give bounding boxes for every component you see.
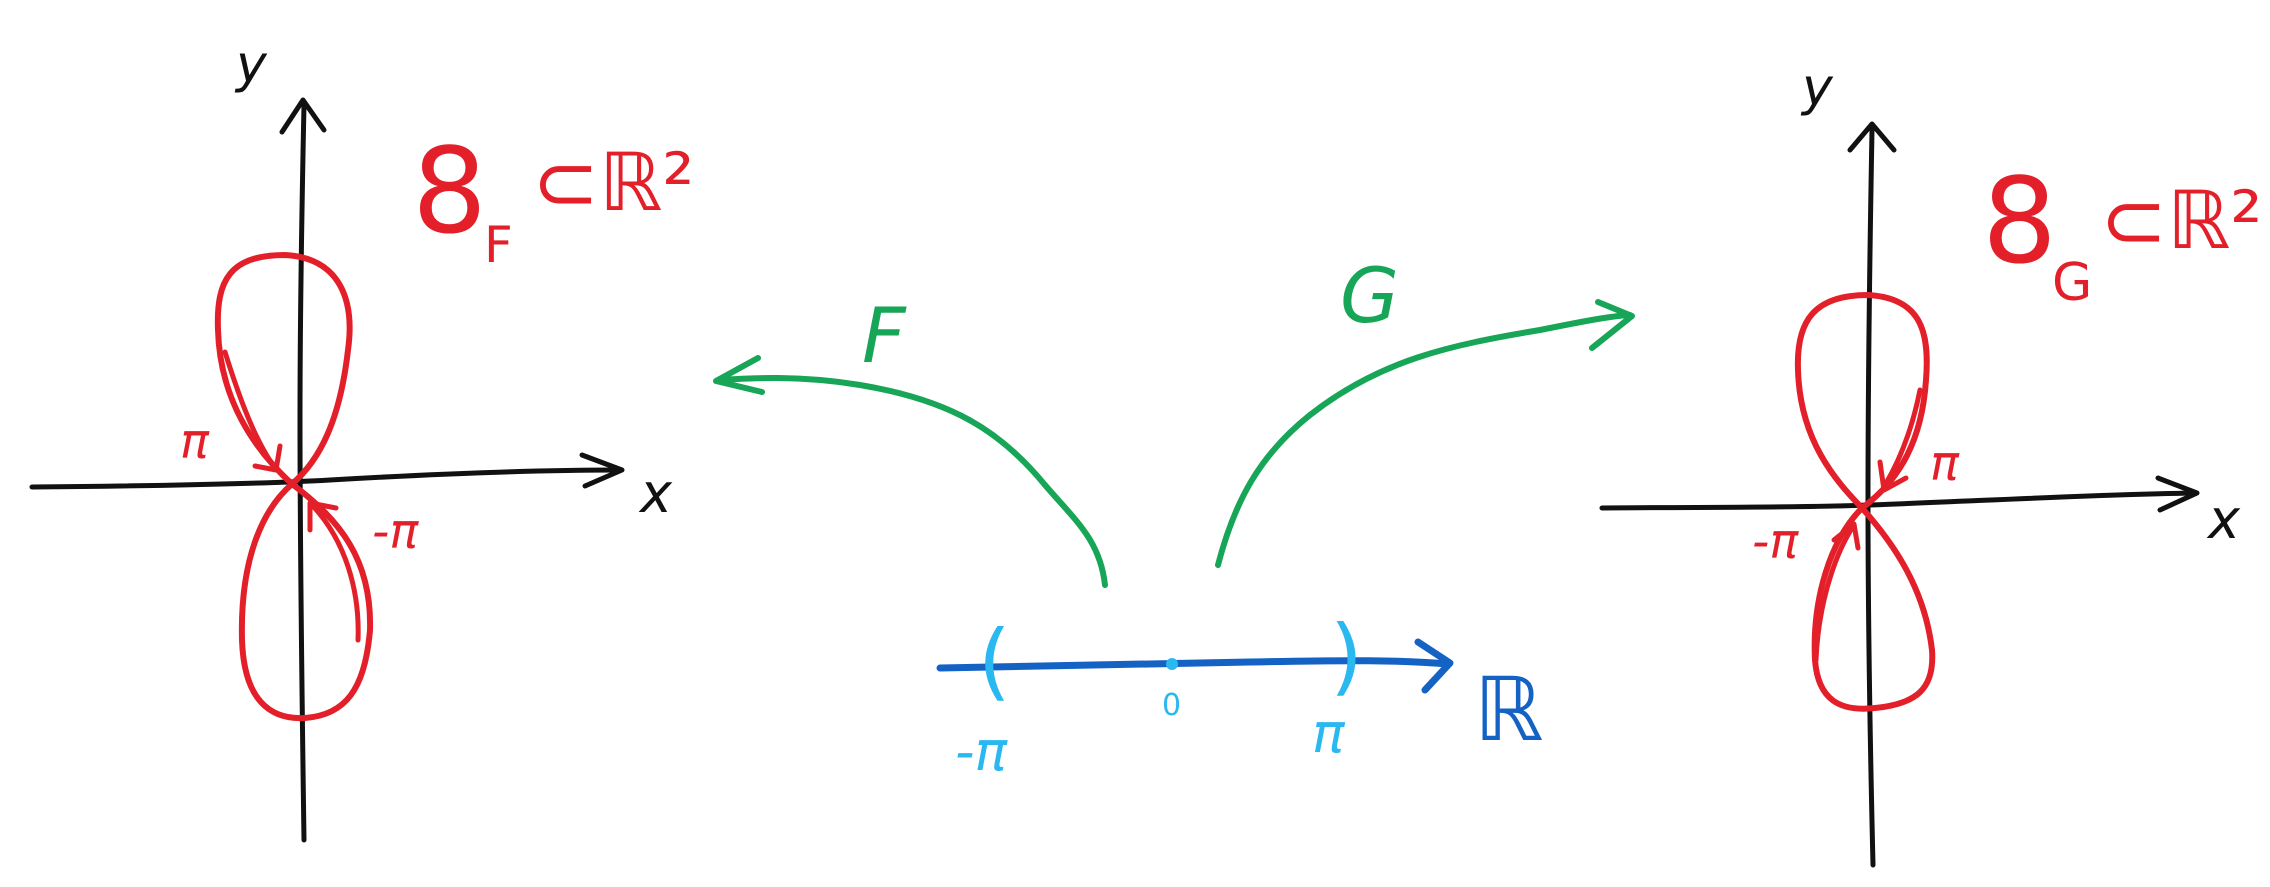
right-x-axis-arrowhead bbox=[2155, 475, 2200, 513]
right-set-inclusion: ⊂ℝ² bbox=[2100, 174, 2262, 267]
left-set-inclusion: ⊂ℝ² bbox=[532, 136, 694, 229]
left-neg-pi-arrowhead bbox=[307, 500, 339, 533]
left-set-subscript: F bbox=[484, 216, 513, 274]
map-f-arrow bbox=[715, 374, 1108, 588]
right-figure-eight-curve bbox=[1794, 292, 1936, 712]
map-arrows: F G bbox=[713, 251, 1635, 588]
tick-zero-label: 0 bbox=[1162, 688, 1181, 723]
right-y-axis-label: y bbox=[1800, 58, 1834, 118]
right-x-axis bbox=[1599, 490, 2198, 511]
interval-open-left: ( bbox=[978, 612, 1011, 710]
map-f-label: F bbox=[862, 291, 907, 380]
left-pi-arrow bbox=[222, 349, 278, 471]
right-neg-pi-label: -π bbox=[1752, 514, 1799, 570]
real-line bbox=[936, 657, 1452, 672]
left-pi-arrowhead bbox=[252, 443, 283, 473]
left-y-axis-label: y bbox=[234, 35, 268, 95]
right-x-axis-label: x bbox=[2206, 488, 2241, 551]
map-f-arrowhead bbox=[713, 355, 765, 395]
real-line-arrowhead bbox=[1414, 638, 1454, 694]
left-neg-pi-label: -π bbox=[372, 504, 419, 560]
right-pi-arrow bbox=[1882, 387, 1923, 488]
left-plot: y x π -π 8 F ⊂ℝ² bbox=[29, 35, 694, 843]
left-set-symbol: 8 bbox=[412, 122, 487, 260]
left-y-axis-arrowhead bbox=[279, 97, 327, 135]
right-pi-label: π bbox=[1930, 436, 1960, 492]
right-neg-pi-arrowhead bbox=[1831, 521, 1861, 551]
map-g-arrow bbox=[1215, 312, 1633, 568]
tick-neg-pi-label: -π bbox=[955, 720, 1008, 783]
right-y-axis-arrowhead bbox=[1847, 121, 1897, 153]
map-g-label: G bbox=[1340, 251, 1399, 340]
right-set-subscript: G bbox=[2052, 253, 2092, 313]
left-x-axis bbox=[29, 467, 623, 490]
left-x-axis-label: x bbox=[638, 462, 673, 525]
right-pi-arrowhead bbox=[1877, 459, 1909, 493]
real-line-label: ℝ bbox=[1474, 658, 1544, 761]
tick-pi-label: π bbox=[1312, 702, 1346, 765]
right-plot: y x π -π 8 G ⊂ℝ² bbox=[1599, 58, 2262, 868]
map-g-arrowhead bbox=[1589, 299, 1635, 351]
right-set-symbol: 8 bbox=[1982, 152, 2057, 290]
zero-tick-dot bbox=[1166, 658, 1178, 670]
right-neg-pi-arrow bbox=[1813, 525, 1855, 663]
left-x-axis-arrowhead bbox=[579, 452, 625, 489]
left-figure-eight-curve bbox=[214, 252, 374, 722]
real-line-group: ℝ ( ) 0 -π π bbox=[936, 607, 1544, 783]
left-neg-pi-arrow bbox=[309, 502, 361, 643]
left-pi-label: π bbox=[180, 414, 210, 470]
interval-open-right: ) bbox=[1330, 607, 1363, 705]
